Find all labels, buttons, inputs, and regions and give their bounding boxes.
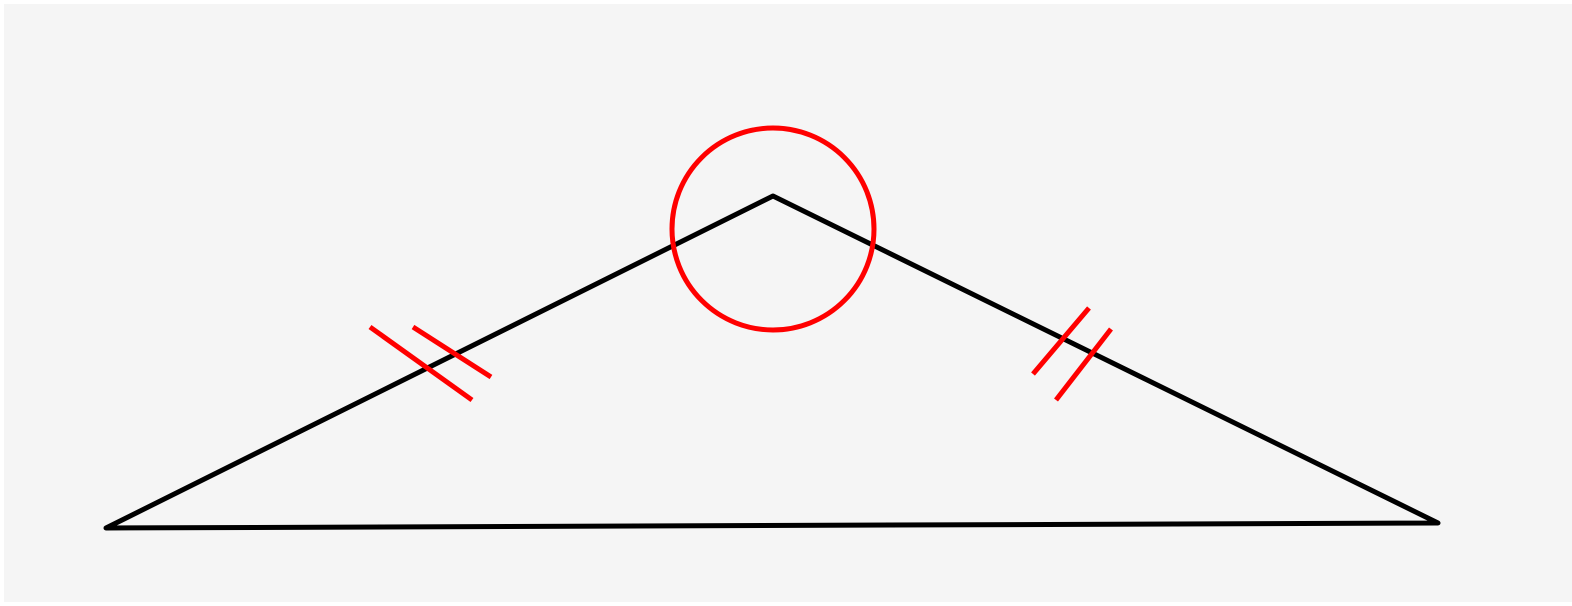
apex-angle-circle [669, 125, 877, 333]
left-side-double-tick-marks [368, 324, 493, 403]
triangle [103, 193, 1441, 531]
apex-circle [669, 125, 877, 333]
diagram-panel [4, 4, 1572, 602]
right-tick-mark-1 [1031, 306, 1091, 376]
right-tick-mark-2 [1054, 327, 1113, 402]
left-tick-mark-2 [411, 324, 493, 380]
right-side-double-tick-marks [1031, 306, 1113, 402]
left-tick-mark-1 [368, 324, 474, 403]
